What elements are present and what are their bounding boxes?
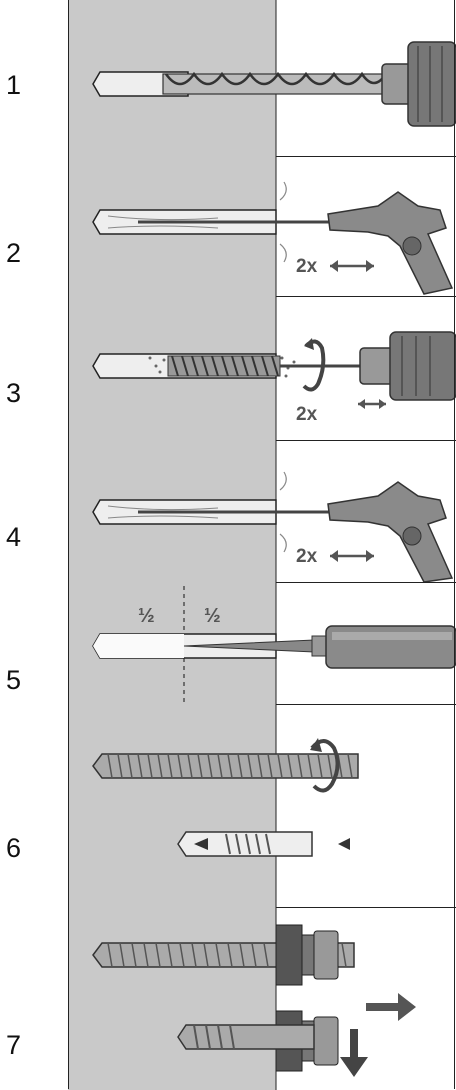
- double-arrow-icon: [358, 399, 386, 409]
- threaded-rod-icon: [92, 753, 359, 779]
- step-panel-inject: ½ ½: [68, 582, 456, 705]
- hammer-drill-chuck-icon: [381, 41, 456, 127]
- air-gun-icon: [327, 191, 454, 295]
- step-panel-insert: [68, 704, 456, 908]
- step-panel-brush: 2x: [68, 296, 456, 441]
- step-number-6: 6: [6, 833, 22, 863]
- drill-bit-icon: [162, 71, 389, 95]
- step-number-7: 7: [6, 1030, 22, 1060]
- step-number-1: 1: [6, 70, 22, 100]
- step-number-5: 5: [6, 665, 22, 695]
- repeat-label: 2x: [296, 546, 318, 567]
- fill-right-label: ½: [204, 605, 221, 627]
- concrete-wall: [68, 704, 276, 907]
- rotation-arrow-icon: [302, 338, 326, 392]
- rotation-arrow-icon: [310, 738, 340, 793]
- repeat-label: 2x: [296, 256, 318, 277]
- sleeve-anchor-icon: [177, 831, 313, 857]
- cleaning-brush-icon: [167, 355, 368, 377]
- step-numbers: 1 2 3 4 5 6 7: [0, 0, 60, 1090]
- step-panel-blow-1: 2x: [68, 156, 456, 297]
- step-panel-tighten: [68, 907, 456, 1090]
- air-gun-icon: [327, 481, 454, 582]
- repeat-label: 2x: [296, 404, 318, 425]
- fill-left-label: ½: [138, 605, 155, 627]
- concrete-wall: [68, 907, 276, 1090]
- step-number-2: 2: [6, 238, 22, 268]
- resin-cartridge-icon: [183, 625, 456, 669]
- dust-particles: [148, 356, 296, 378]
- right-arrow-icon: [366, 993, 416, 1021]
- down-arrow-icon: [340, 1029, 368, 1077]
- double-arrow-icon: [330, 550, 374, 562]
- step-number-4: 4: [6, 522, 22, 552]
- step-panel-drill: [68, 0, 456, 157]
- drill-chuck-icon: [359, 331, 456, 401]
- step-number-3: 3: [6, 378, 22, 408]
- double-arrow-icon: [330, 260, 374, 272]
- insert-direction-icon: [338, 838, 350, 850]
- step-panel-blow-2: 2x: [68, 440, 456, 583]
- resin-fill: [93, 634, 184, 658]
- sleeve-anchor-icon: [177, 1024, 315, 1050]
